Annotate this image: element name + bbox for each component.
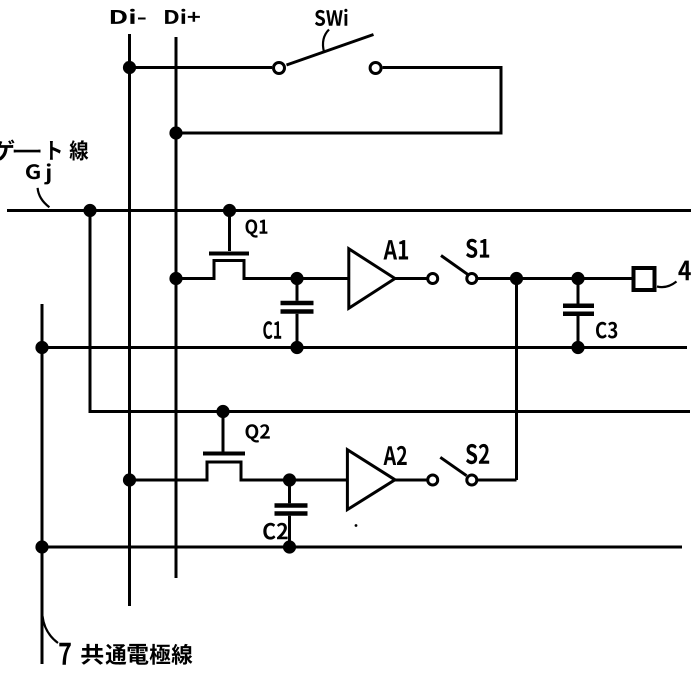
junction-dot	[122, 473, 137, 487]
label-a1-glyphs	[383, 240, 409, 260]
ink-speck	[354, 524, 358, 527]
label-di-minus-glyphs	[110, 8, 146, 24]
pixel-electrode-box	[631, 266, 657, 292]
label-q2: Q2	[245, 424, 270, 443]
label-common-glyphs	[59, 642, 193, 665]
s2-contact-left	[426, 473, 440, 487]
label-s2-glyphs	[466, 443, 490, 465]
swi-contact-left	[272, 61, 286, 75]
label-c1-glyphs	[263, 321, 282, 339]
s1-contact-right	[465, 272, 479, 285]
junction-dot	[282, 473, 297, 487]
label-q1-glyphs	[245, 219, 268, 238]
label-gate-id: Gj	[26, 163, 51, 185]
junction-dot	[282, 540, 297, 554]
s2-contact-right	[465, 473, 479, 487]
junction-dot	[216, 404, 230, 419]
common-electrode-leader-line	[41, 615, 59, 644]
junction-dot	[222, 203, 237, 218]
label-c2-glyphs	[263, 522, 288, 540]
junction-dot	[290, 340, 304, 355]
junction-dot	[290, 271, 304, 286]
label-gate-title-glyphs	[0, 139, 89, 161]
ref4-leader-line	[656, 280, 678, 289]
wire-node-row2	[129, 460, 348, 482]
capacitor-c2	[274, 480, 308, 547]
s2-arm	[439, 456, 468, 477]
junction-dot	[122, 60, 137, 75]
transistor-q1	[209, 210, 249, 256]
transistor-q2	[203, 411, 245, 456]
switch-swi	[272, 33, 383, 75]
label-ref4: 4	[678, 260, 691, 281]
label-di-plus-glyphs	[165, 8, 200, 24]
s1-contact-left	[426, 272, 440, 285]
junction-dot	[571, 271, 585, 286]
label-ref4-glyphs	[678, 260, 691, 281]
junction-dot	[83, 203, 97, 218]
junction-dot	[35, 540, 49, 554]
junction-dots	[35, 60, 585, 554]
swi-arm	[286, 33, 374, 67]
label-a2-glyphs	[383, 445, 407, 465]
label-q1: Q1	[245, 219, 268, 238]
label-di-minus: Di-	[110, 8, 146, 24]
swi-contact-right	[368, 61, 383, 75]
junction-dot	[509, 271, 524, 286]
s1-arm	[440, 254, 469, 276]
label-q2-glyphs	[245, 424, 270, 443]
gate-label-leader-line	[36, 187, 51, 209]
label-s2: S2	[466, 443, 490, 465]
wire-node-row1	[176, 259, 349, 280]
label-di-plus: Di+	[165, 8, 200, 24]
label-s1: S1	[466, 238, 490, 258]
label-gate-id-glyphs	[26, 163, 51, 185]
label-a2: A2	[383, 445, 407, 465]
switch-s1	[426, 254, 479, 285]
label-c2: C2	[263, 522, 288, 540]
junction-dot	[169, 271, 183, 286]
switch-s2	[426, 456, 479, 487]
swi-leader-line	[321, 28, 330, 53]
label-c3: C3	[596, 321, 618, 339]
label-a1: A1	[383, 240, 409, 260]
junction-dot	[169, 126, 183, 140]
junction-dot	[571, 340, 585, 355]
label-c1: C1	[263, 321, 282, 339]
label-common: 7 共通電極線	[59, 642, 193, 665]
junction-dot	[35, 340, 49, 355]
label-s1-glyphs	[466, 238, 490, 258]
label-swi: SWi	[314, 8, 348, 26]
wire-gate-line-2	[88, 210, 690, 413]
amplifier-a1	[347, 246, 398, 311]
label-gate-title: ゲート線	[0, 139, 89, 161]
amplifier-a2	[345, 446, 398, 513]
wire-swi-output-loop	[176, 66, 503, 135]
label-swi-glyphs	[314, 8, 348, 26]
label-c3-glyphs	[596, 321, 618, 339]
